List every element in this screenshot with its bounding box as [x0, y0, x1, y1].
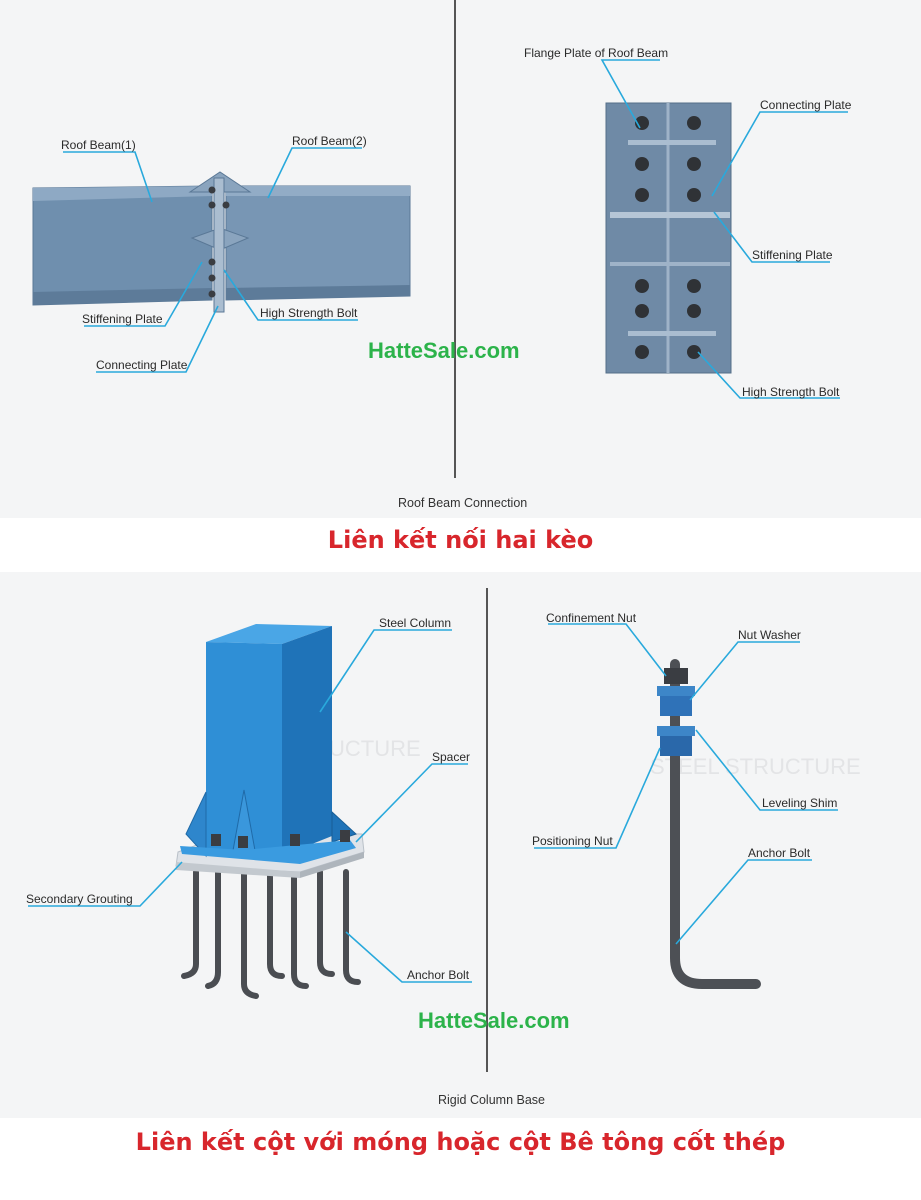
anchor-bolt-assembly: [657, 659, 761, 989]
steel-column-side: [282, 626, 332, 856]
rigid-column-base-panel: STEEL STRUCTURE STEEL STRUCTURE: [0, 572, 921, 1118]
caption-roof-beam-connection: Roof Beam Connection: [398, 496, 527, 510]
stiffener-3: [628, 331, 716, 336]
watermark-bottom: HatteSale.com: [418, 1008, 570, 1033]
leader-connecting-plate-front: [711, 111, 848, 197]
confinement-nut: [664, 668, 688, 684]
leader-connecting-plate: [96, 305, 219, 373]
label-roof-beam-2: Roof Beam(2): [292, 134, 367, 148]
label-high-strength-bolt-front: High Strength Bolt: [742, 385, 840, 399]
label-connecting-plate: Connecting Plate: [96, 358, 188, 372]
label-flange-plate: Flange Plate of Roof Beam: [524, 46, 668, 60]
high-strength-bolts-side: [208, 186, 230, 298]
label-leveling-shim: Leveling Shim: [762, 796, 837, 810]
leader-stiffening-plate-front: [713, 211, 830, 263]
label-anchor-bolt-single: Anchor Bolt: [748, 846, 811, 860]
label-high-strength-bolt: High Strength Bolt: [260, 306, 358, 320]
roof-beam-1-flange-top: [33, 186, 212, 201]
leader-stiffening-plate: [84, 261, 203, 327]
leader-roof-beam-1: [63, 151, 153, 203]
label-stiffening-plate-front: Stiffening Plate: [752, 248, 833, 262]
gusset-left: [185, 791, 207, 858]
roof-beam-connection-panel: Roof Beam(1) Roof Beam(2) Stiffening Pla…: [0, 0, 921, 518]
leader-leveling-shim: [695, 729, 838, 811]
label-steel-column: Steel Column: [379, 616, 451, 630]
label-confinement-nut: Confinement Nut: [546, 611, 637, 625]
caption-rigid-column-base: Rigid Column Base: [438, 1093, 545, 1107]
stiffener-2: [610, 262, 730, 266]
anchor-bolts: [181, 869, 361, 999]
leader-anchor-bolt-column: [345, 931, 472, 983]
positioning-nut: [660, 736, 692, 756]
label-stiffening-plate: Stiffening Plate: [82, 312, 163, 326]
steel-column-front: [206, 642, 282, 856]
leader-steel-column: [319, 629, 452, 713]
leader-roof-beam-2: [267, 147, 362, 199]
steel-column-top: [206, 624, 332, 644]
leader-high-strength-bolt-front: [697, 351, 840, 399]
ghost-watermark-right: STEEL STRUCTURE: [650, 754, 861, 779]
column-nuts: [211, 830, 350, 848]
roof-beam-2-flange-top: [226, 186, 410, 196]
grouting-edge: [176, 862, 300, 878]
label-positioning-nut: Positioning Nut: [532, 834, 613, 848]
leveling-shim: [657, 726, 695, 736]
title-column-base-vn: Liên kết cột với móng hoặc cột Bê tông c…: [135, 1128, 786, 1156]
roof-beam-connection-diagram: Roof Beam(1) Roof Beam(2) Stiffening Pla…: [32, 0, 852, 510]
roof-beam-2-flange-bottom: [226, 285, 410, 300]
stiffening-plate-front: [610, 212, 730, 218]
label-spacer: Spacer: [432, 750, 470, 764]
roof-beam-side-view: [32, 171, 411, 313]
anchor-bolt-rod: [670, 659, 761, 989]
spacer: [180, 840, 356, 864]
leader-secondary-grouting: [28, 861, 183, 907]
leader-anchor-bolt-single: [675, 859, 812, 945]
label-connecting-plate-front: Connecting Plate: [760, 98, 852, 112]
roof-beam-2: [225, 185, 411, 301]
leader-positioning-nut: [534, 747, 661, 849]
steel-column-assembly: [175, 624, 365, 999]
leader-flange-plate: [600, 59, 660, 129]
roof-beam-front-view: [605, 102, 732, 374]
nut-washer: [657, 686, 695, 696]
roof-beam-1-flange-bottom: [33, 288, 212, 305]
roof-beam-1: [32, 185, 213, 306]
high-strength-bolts-front: [635, 116, 701, 359]
grouting-edge-right: [300, 852, 364, 878]
label-anchor-bolt-column: Anchor Bolt: [407, 968, 470, 982]
rigid-column-base-diagram: STEEL STRUCTURE STEEL STRUCTURE: [26, 588, 861, 1107]
connecting-plate-side: [213, 177, 225, 313]
stiffener-1: [628, 140, 716, 145]
title-roof-beam-connection-vn: Liên kết nối hai kèo: [327, 526, 594, 554]
label-roof-beam-1: Roof Beam(1): [61, 138, 136, 152]
nut-washer-block: [660, 696, 692, 716]
leader-nut-washer: [689, 641, 800, 701]
label-secondary-grouting: Secondary Grouting: [26, 892, 133, 906]
leader-spacer: [355, 763, 468, 843]
leader-confinement-nut: [548, 623, 667, 677]
label-nut-washer: Nut Washer: [738, 628, 801, 642]
leader-high-strength-bolt: [223, 269, 358, 321]
watermark-top: HatteSale.com: [368, 338, 520, 363]
